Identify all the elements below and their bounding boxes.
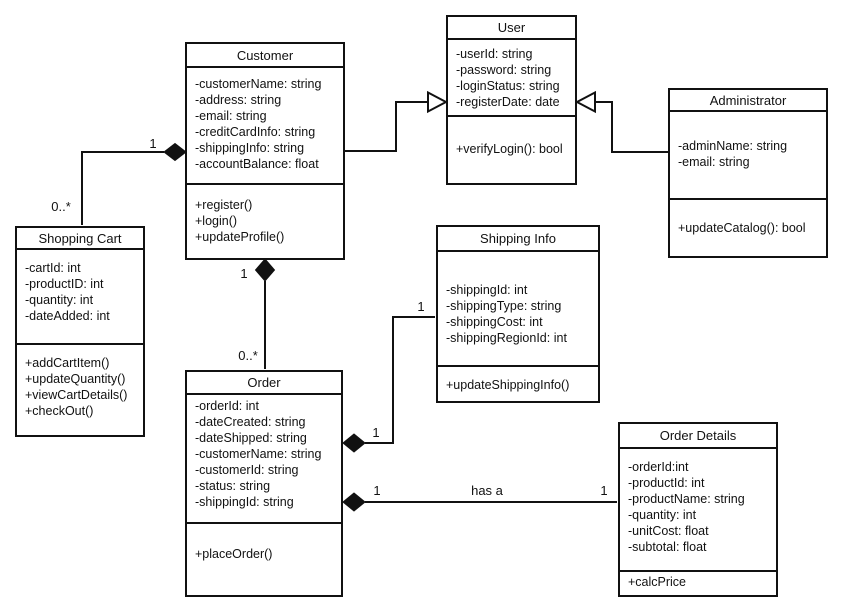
- method: +verifyLogin(): bool: [456, 142, 563, 156]
- method: +updateProfile(): [195, 230, 285, 244]
- class-order-details: Order Details -orderId:int -productId: i…: [618, 422, 778, 597]
- class-administrator-attributes: -adminName: string -email: string: [670, 112, 826, 200]
- composition-diamond-icon: [342, 433, 366, 453]
- attribute: -quantity: int: [628, 508, 697, 522]
- attribute: -quantity: int: [25, 293, 94, 307]
- method: +checkOut(): [25, 404, 94, 418]
- multiplicity-label: 0..*: [238, 348, 258, 363]
- attribute: -customerName: string: [195, 77, 322, 91]
- attribute: -subtotal: float: [628, 540, 707, 554]
- class-user-title: User: [448, 17, 575, 40]
- class-order-methods: +placeOrder(): [187, 524, 341, 595]
- class-shipping-info-methods: +updateShippingInfo(): [438, 367, 598, 401]
- composition-diamond-icon: [254, 258, 276, 282]
- class-order-title: Order: [187, 372, 341, 395]
- class-customer-methods: +register() +login() +updateProfile(): [187, 185, 343, 258]
- method: +calcPrice: [628, 575, 687, 589]
- class-order-attributes: -orderId: int -dateCreated: string -date…: [187, 395, 341, 524]
- attribute: -password: string: [456, 63, 552, 77]
- multiplicity-label: 1: [417, 299, 424, 314]
- class-order: Order -orderId: int -dateCreated: string…: [185, 370, 343, 597]
- edge-order-shipping-info: [365, 316, 435, 444]
- attribute: -cartId: int: [25, 261, 81, 275]
- class-user: User -userId: string -password: string -…: [446, 15, 577, 185]
- attribute: -creditCardInfo: string: [195, 125, 316, 139]
- class-shopping-cart: Shopping Cart -cartId: int -productID: i…: [15, 226, 145, 437]
- method: +updateShippingInfo(): [446, 378, 570, 392]
- class-shopping-cart-methods: +addCartItem() +updateQuantity() +viewCa…: [17, 345, 143, 435]
- attribute: -registerDate: date: [456, 95, 560, 109]
- attribute: -shippingId: int: [446, 283, 528, 297]
- composition-diamond-icon: [163, 142, 187, 162]
- multiplicity-label: 1: [149, 136, 156, 151]
- class-shipping-info: Shipping Info -shippingId: int -shipping…: [436, 225, 600, 403]
- attribute: -status: string: [195, 479, 271, 493]
- generalization-arrow-icon: [574, 90, 596, 114]
- attribute: -productID: int: [25, 277, 104, 291]
- class-administrator-methods: +updateCatalog(): bool: [670, 200, 826, 256]
- attribute: -shippingRegionId: int: [446, 331, 567, 345]
- attribute: -dateCreated: string: [195, 415, 306, 429]
- attribute: -shippingCost: int: [446, 315, 543, 329]
- multiplicity-label: 1: [372, 425, 379, 440]
- multiplicity-label: 1: [600, 483, 607, 498]
- attribute: -customerId: string: [195, 463, 299, 477]
- method: +viewCartDetails(): [25, 388, 128, 402]
- edge-customer-user: [345, 101, 428, 152]
- class-order-details-title: Order Details: [620, 424, 776, 449]
- method: +login(): [195, 214, 238, 228]
- class-user-methods: +verifyLogin(): bool: [448, 117, 575, 183]
- attribute: -email: string: [678, 155, 750, 169]
- attribute: -dateShipped: string: [195, 431, 307, 445]
- method: +placeOrder(): [195, 547, 273, 561]
- method: +register(): [195, 198, 253, 212]
- method: +updateQuantity(): [25, 372, 126, 386]
- attribute: -orderId:int: [628, 460, 689, 474]
- attribute: -address: string: [195, 93, 282, 107]
- attribute: -productId: int: [628, 476, 705, 490]
- attribute: -userId: string: [456, 47, 533, 61]
- method: +addCartItem(): [25, 356, 110, 370]
- class-order-details-methods: +calcPrice: [620, 572, 776, 595]
- edge-customer-shopping-cart: [81, 151, 164, 225]
- attribute: -shippingType: string: [446, 299, 562, 313]
- attribute: -orderId: int: [195, 399, 259, 413]
- class-user-attributes: -userId: string -password: string -login…: [448, 40, 575, 117]
- attribute: -customerName: string: [195, 447, 322, 461]
- class-customer: Customer -customerName: string -address:…: [185, 42, 345, 260]
- generalization-arrow-icon: [427, 90, 449, 114]
- class-shopping-cart-attributes: -cartId: int -productID: int -quantity: …: [17, 250, 143, 345]
- edge-administrator-user: [595, 101, 668, 153]
- class-shopping-cart-title: Shopping Cart: [17, 228, 143, 250]
- multiplicity-label: 1: [240, 266, 247, 281]
- attribute: -shippingInfo: string: [195, 141, 305, 155]
- class-shipping-info-attributes: -shippingId: int -shippingType: string -…: [438, 252, 598, 367]
- class-customer-attributes: -customerName: string -address: string -…: [187, 68, 343, 185]
- class-administrator: Administrator -adminName: string -email:…: [668, 88, 828, 258]
- multiplicity-label: 1: [373, 483, 380, 498]
- class-administrator-title: Administrator: [670, 90, 826, 112]
- attribute: -dateAdded: int: [25, 309, 110, 323]
- attribute: -shippingId: string: [195, 495, 294, 509]
- class-order-details-attributes: -orderId:int -productId: int -productNam…: [620, 449, 776, 572]
- attribute: -loginStatus: string: [456, 79, 560, 93]
- multiplicity-label: 0..*: [51, 199, 71, 214]
- method: +updateCatalog(): bool: [678, 221, 806, 235]
- attribute: -productName: string: [628, 492, 745, 506]
- attribute: -email: string: [195, 109, 267, 123]
- attribute: -unitCost: float: [628, 524, 709, 538]
- class-customer-title: Customer: [187, 44, 343, 68]
- association-name-label: has a: [471, 483, 504, 498]
- composition-diamond-icon: [342, 492, 366, 512]
- class-shipping-info-title: Shipping Info: [438, 227, 598, 252]
- attribute: -accountBalance: float: [195, 157, 319, 171]
- attribute: -adminName: string: [678, 139, 788, 153]
